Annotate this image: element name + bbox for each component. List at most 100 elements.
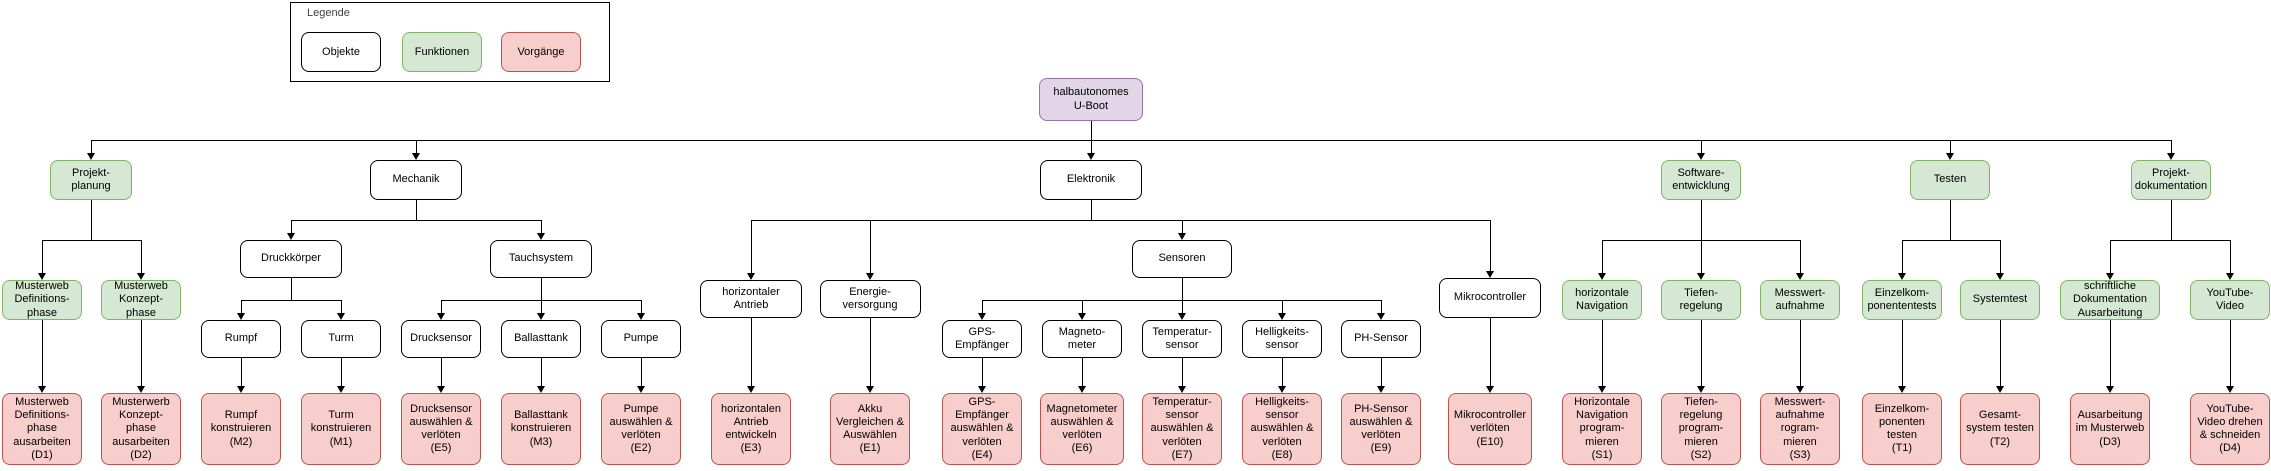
- connector-line: [341, 358, 342, 387]
- node-t2: Gesamt- system testen (T2): [1960, 393, 2040, 465]
- connector-line: [1091, 200, 1092, 220]
- arrowhead: [2167, 153, 2175, 160]
- node-elektronik: Elektronik: [1040, 160, 1142, 200]
- connector-line: [441, 300, 442, 314]
- connector-line: [1282, 300, 1283, 314]
- connector-line: [541, 300, 542, 314]
- node-e10: Mikrocontroller verlöten (E10): [1448, 393, 1532, 465]
- connector-line: [1182, 358, 1183, 387]
- node-d3: Ausarbeitung im Musterweb (D3): [2070, 393, 2150, 465]
- arrowhead: [1486, 386, 1494, 393]
- connector-line: [541, 358, 542, 387]
- arrowhead: [637, 386, 645, 393]
- node-tiefenregelung: Tiefen- regelung: [1661, 280, 1741, 320]
- connector-line: [91, 140, 92, 154]
- arrowhead: [1178, 386, 1186, 393]
- node-tauchsystem: Tauchsystem: [490, 240, 592, 278]
- connector-line: [2000, 320, 2001, 387]
- node-messwertaufnahme: Messwert- aufnahme: [1760, 280, 1840, 320]
- arrowhead: [2106, 273, 2114, 280]
- connector-line: [291, 220, 292, 234]
- arrowhead: [1178, 233, 1186, 240]
- connector-line: [541, 220, 542, 234]
- arrowhead: [1946, 153, 1954, 160]
- connector-line: [1902, 320, 1903, 387]
- legend-item-objekte: Objekte: [301, 32, 381, 72]
- arrowhead: [1278, 386, 1286, 393]
- arrowhead: [1697, 153, 1705, 160]
- connector-line: [141, 320, 142, 387]
- node-gps-empfaenger: GPS- Empfänger: [942, 320, 1022, 358]
- arrowhead: [287, 233, 295, 240]
- connector-line: [2230, 320, 2231, 387]
- connector-line: [91, 200, 92, 240]
- arrowhead: [1796, 386, 1804, 393]
- arrowhead: [87, 153, 95, 160]
- connector-line: [1701, 320, 1702, 387]
- legend-item-vorgaenge: Vorgänge: [501, 32, 581, 72]
- connector-line: [1950, 200, 1951, 240]
- arrowhead: [1598, 273, 1606, 280]
- node-turm: Turm: [301, 320, 381, 358]
- connector-line: [1490, 318, 1491, 387]
- arrowhead: [1898, 273, 1906, 280]
- node-mikrocontroller: Mikrocontroller: [1439, 278, 1541, 318]
- node-e1: Akku Vergleichen & Auswählen (E1): [830, 393, 910, 465]
- connector-line: [42, 240, 141, 241]
- connector-line: [982, 300, 1381, 301]
- arrowhead: [1087, 153, 1095, 160]
- arrowhead: [1697, 386, 1705, 393]
- node-horizontale-navigation: horizontale Navigation: [1562, 280, 1642, 320]
- node-e7: Temperatur- sensor auswählen & verlöten …: [1142, 393, 1222, 465]
- connector-line: [1902, 240, 1903, 274]
- connector-line: [241, 358, 242, 387]
- arrowhead: [1377, 313, 1385, 320]
- arrowhead: [237, 386, 245, 393]
- arrowhead: [337, 313, 345, 320]
- node-m3: Ballasttank konstruieren (M3): [501, 393, 581, 465]
- connector-line: [1182, 278, 1183, 300]
- connector-line: [641, 358, 642, 387]
- connector-line: [1091, 121, 1092, 140]
- connector-line: [91, 140, 2171, 141]
- arrowhead: [537, 233, 545, 240]
- arrowhead: [2106, 386, 2114, 393]
- legend-item-label: Vorgänge: [517, 46, 565, 58]
- connector-line: [441, 358, 442, 387]
- node-schriftliche-dokumentation: schriftliche Dokumentation Ausarbeitung: [2060, 280, 2160, 320]
- node-einzelkomponententests: Einzelkom- ponententests: [1862, 280, 1942, 320]
- arrowhead: [2226, 386, 2234, 393]
- arrowhead: [747, 386, 755, 393]
- connector-line: [1381, 358, 1382, 387]
- connector-line: [1701, 200, 1702, 240]
- arrowhead: [2226, 273, 2234, 280]
- arrowhead: [1996, 273, 2004, 280]
- connector-line: [751, 318, 752, 387]
- arrowhead: [1697, 273, 1705, 280]
- connector-line: [1082, 358, 1083, 387]
- node-rumpf: Rumpf: [201, 320, 281, 358]
- arrowhead: [637, 313, 645, 320]
- node-e6: Magnetometer auswählen & verlöten (E6): [1040, 393, 1124, 465]
- legend-title: Legende: [307, 7, 350, 19]
- node-systemtest: Systemtest: [1960, 280, 2040, 320]
- arrowhead: [978, 386, 986, 393]
- connector-line: [341, 300, 342, 314]
- arrowhead: [437, 386, 445, 393]
- node-t1: Einzelkom- ponenten testen (T1): [1862, 393, 1942, 465]
- connector-line: [2110, 240, 2111, 274]
- node-s3: Messwert- aufnahme rogram- mieren (S3): [1760, 393, 1840, 465]
- node-mechanik: Mechanik: [370, 160, 462, 200]
- node-e3: horizontalen Antrieb entwickeln (E3): [711, 393, 791, 465]
- connector-line: [416, 200, 417, 220]
- node-e9: PH-Sensor auswählen & verlöten (E9): [1341, 393, 1421, 465]
- connector-line: [982, 300, 983, 314]
- node-helligkeitssensor: Helligkeits- sensor: [1242, 320, 1322, 358]
- arrowhead: [1486, 271, 1494, 278]
- connector-line: [751, 220, 1490, 221]
- node-pumpe: Pumpe: [601, 320, 681, 358]
- node-m1: Turm konstruieren (M1): [301, 393, 381, 465]
- node-m2: Rumpf konstruieren (M2): [201, 393, 281, 465]
- arrowhead: [137, 273, 145, 280]
